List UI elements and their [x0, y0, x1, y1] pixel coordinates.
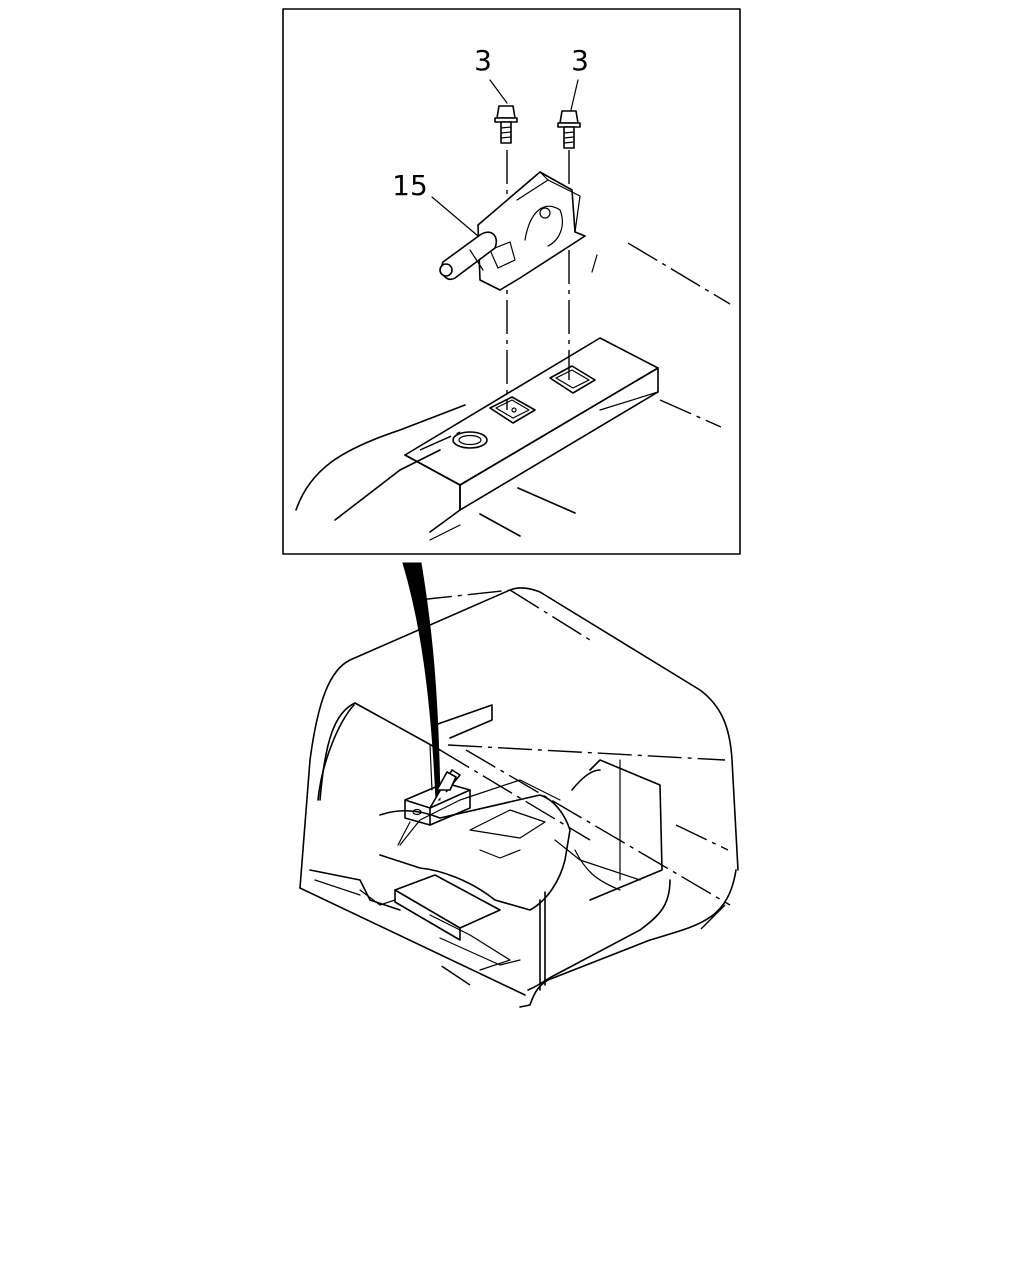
- pointer-arrow: [402, 562, 441, 801]
- floor-panel-outline: [295, 242, 731, 541]
- mount-slot: [452, 431, 488, 449]
- leader-bolt-left: [489, 79, 508, 104]
- mount-pad-rear: [549, 365, 596, 394]
- callout-bracket: 15: [392, 169, 428, 202]
- callout-bolt-left: 3: [474, 44, 492, 77]
- mount-tunnel: [404, 337, 659, 533]
- leader-bolt-right: [570, 79, 579, 111]
- mount-pad-front: [489, 396, 536, 424]
- cab-overview: [299, 587, 739, 1008]
- lever-bracket-icon: [439, 171, 586, 291]
- callout-bolt-right: 3: [571, 44, 589, 77]
- cab-lever-bracket-icon: [397, 769, 471, 846]
- bolt-left-icon: [494, 105, 518, 144]
- detail-inset: 3 3 15: [282, 8, 741, 555]
- leader-bracket: [431, 196, 479, 237]
- bolt-right-icon: [557, 110, 581, 149]
- detail-frame: [282, 8, 741, 555]
